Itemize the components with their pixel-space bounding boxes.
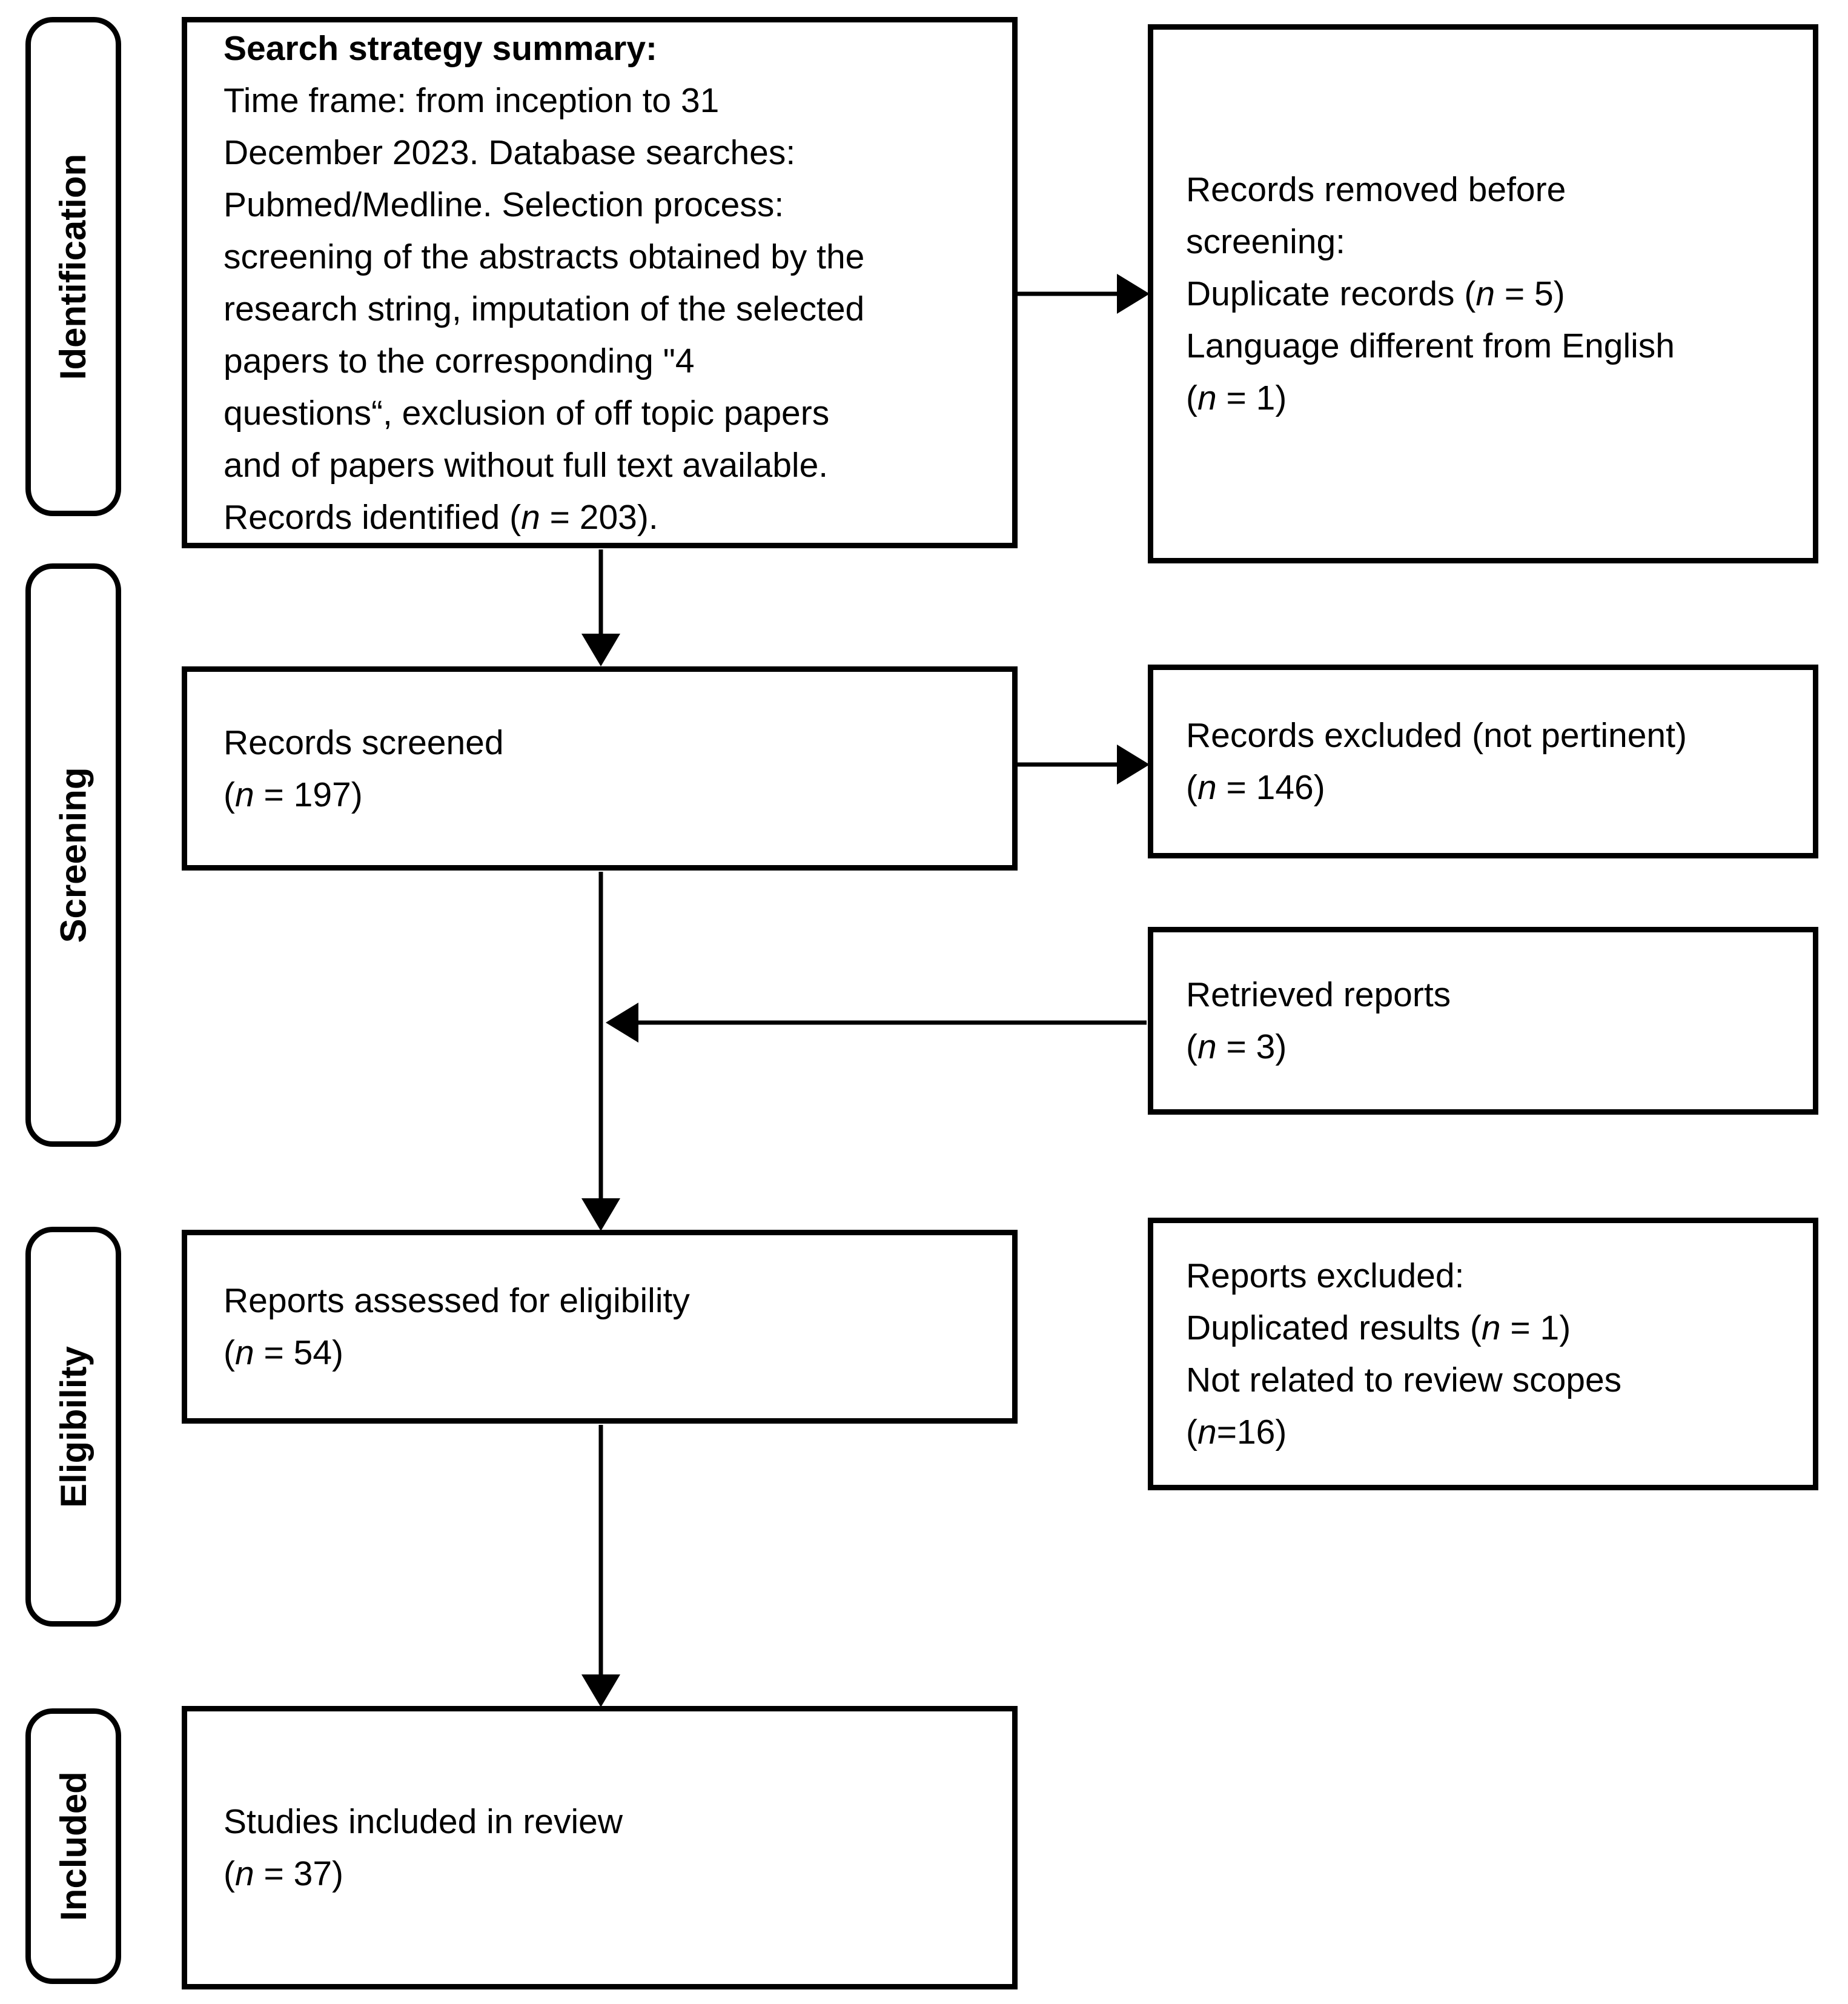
arrow-screened-to-excluded <box>1018 745 1150 785</box>
stage-eligibility: Eligibility <box>25 1227 121 1627</box>
box-retrieved-reports: Retrieved reports(n = 3) <box>1148 927 1818 1115</box>
box-reports-excluded: Reports excluded:Duplicated results (n =… <box>1148 1218 1818 1490</box>
records-excluded-text: Records excluded (not pertinent)(n = 146… <box>1186 716 1687 807</box>
arrow-retrieved-to-flowline <box>606 1003 1147 1043</box>
arrow-screened-to-assessed <box>581 872 620 1231</box>
arrow-identification-to-removed <box>1018 274 1150 314</box>
reports-assessed-text: Reports assessed for eligibility(n = 54) <box>224 1281 690 1372</box>
stage-included: Included <box>25 1708 121 1984</box>
reports-excluded-text: Reports excluded:Duplicated results (n =… <box>1186 1256 1622 1452</box>
box-records-screened: Records screened(n = 197) <box>182 666 1018 871</box>
search-strategy-title: Search strategy summary: <box>224 28 658 68</box>
stage-identification: Identification <box>25 17 121 516</box>
arrow-assessed-to-included <box>581 1425 620 1707</box>
records-screened-text: Records screened(n = 197) <box>224 723 504 814</box>
box-search-strategy: Search strategy summary: Time frame: fro… <box>182 17 1018 548</box>
box-reports-assessed: Reports assessed for eligibility(n = 54) <box>182 1230 1018 1424</box>
studies-included-text: Studies included in review(n = 37) <box>224 1802 623 1893</box>
stage-screening: Screening <box>25 563 121 1147</box>
box-records-excluded: Records excluded (not pertinent)(n = 146… <box>1148 665 1818 858</box>
box-studies-included: Studies included in review(n = 37) <box>182 1706 1018 1989</box>
retrieved-reports-text: Retrieved reports(n = 3) <box>1186 975 1451 1066</box>
arrow-search-to-screened <box>581 549 620 666</box>
